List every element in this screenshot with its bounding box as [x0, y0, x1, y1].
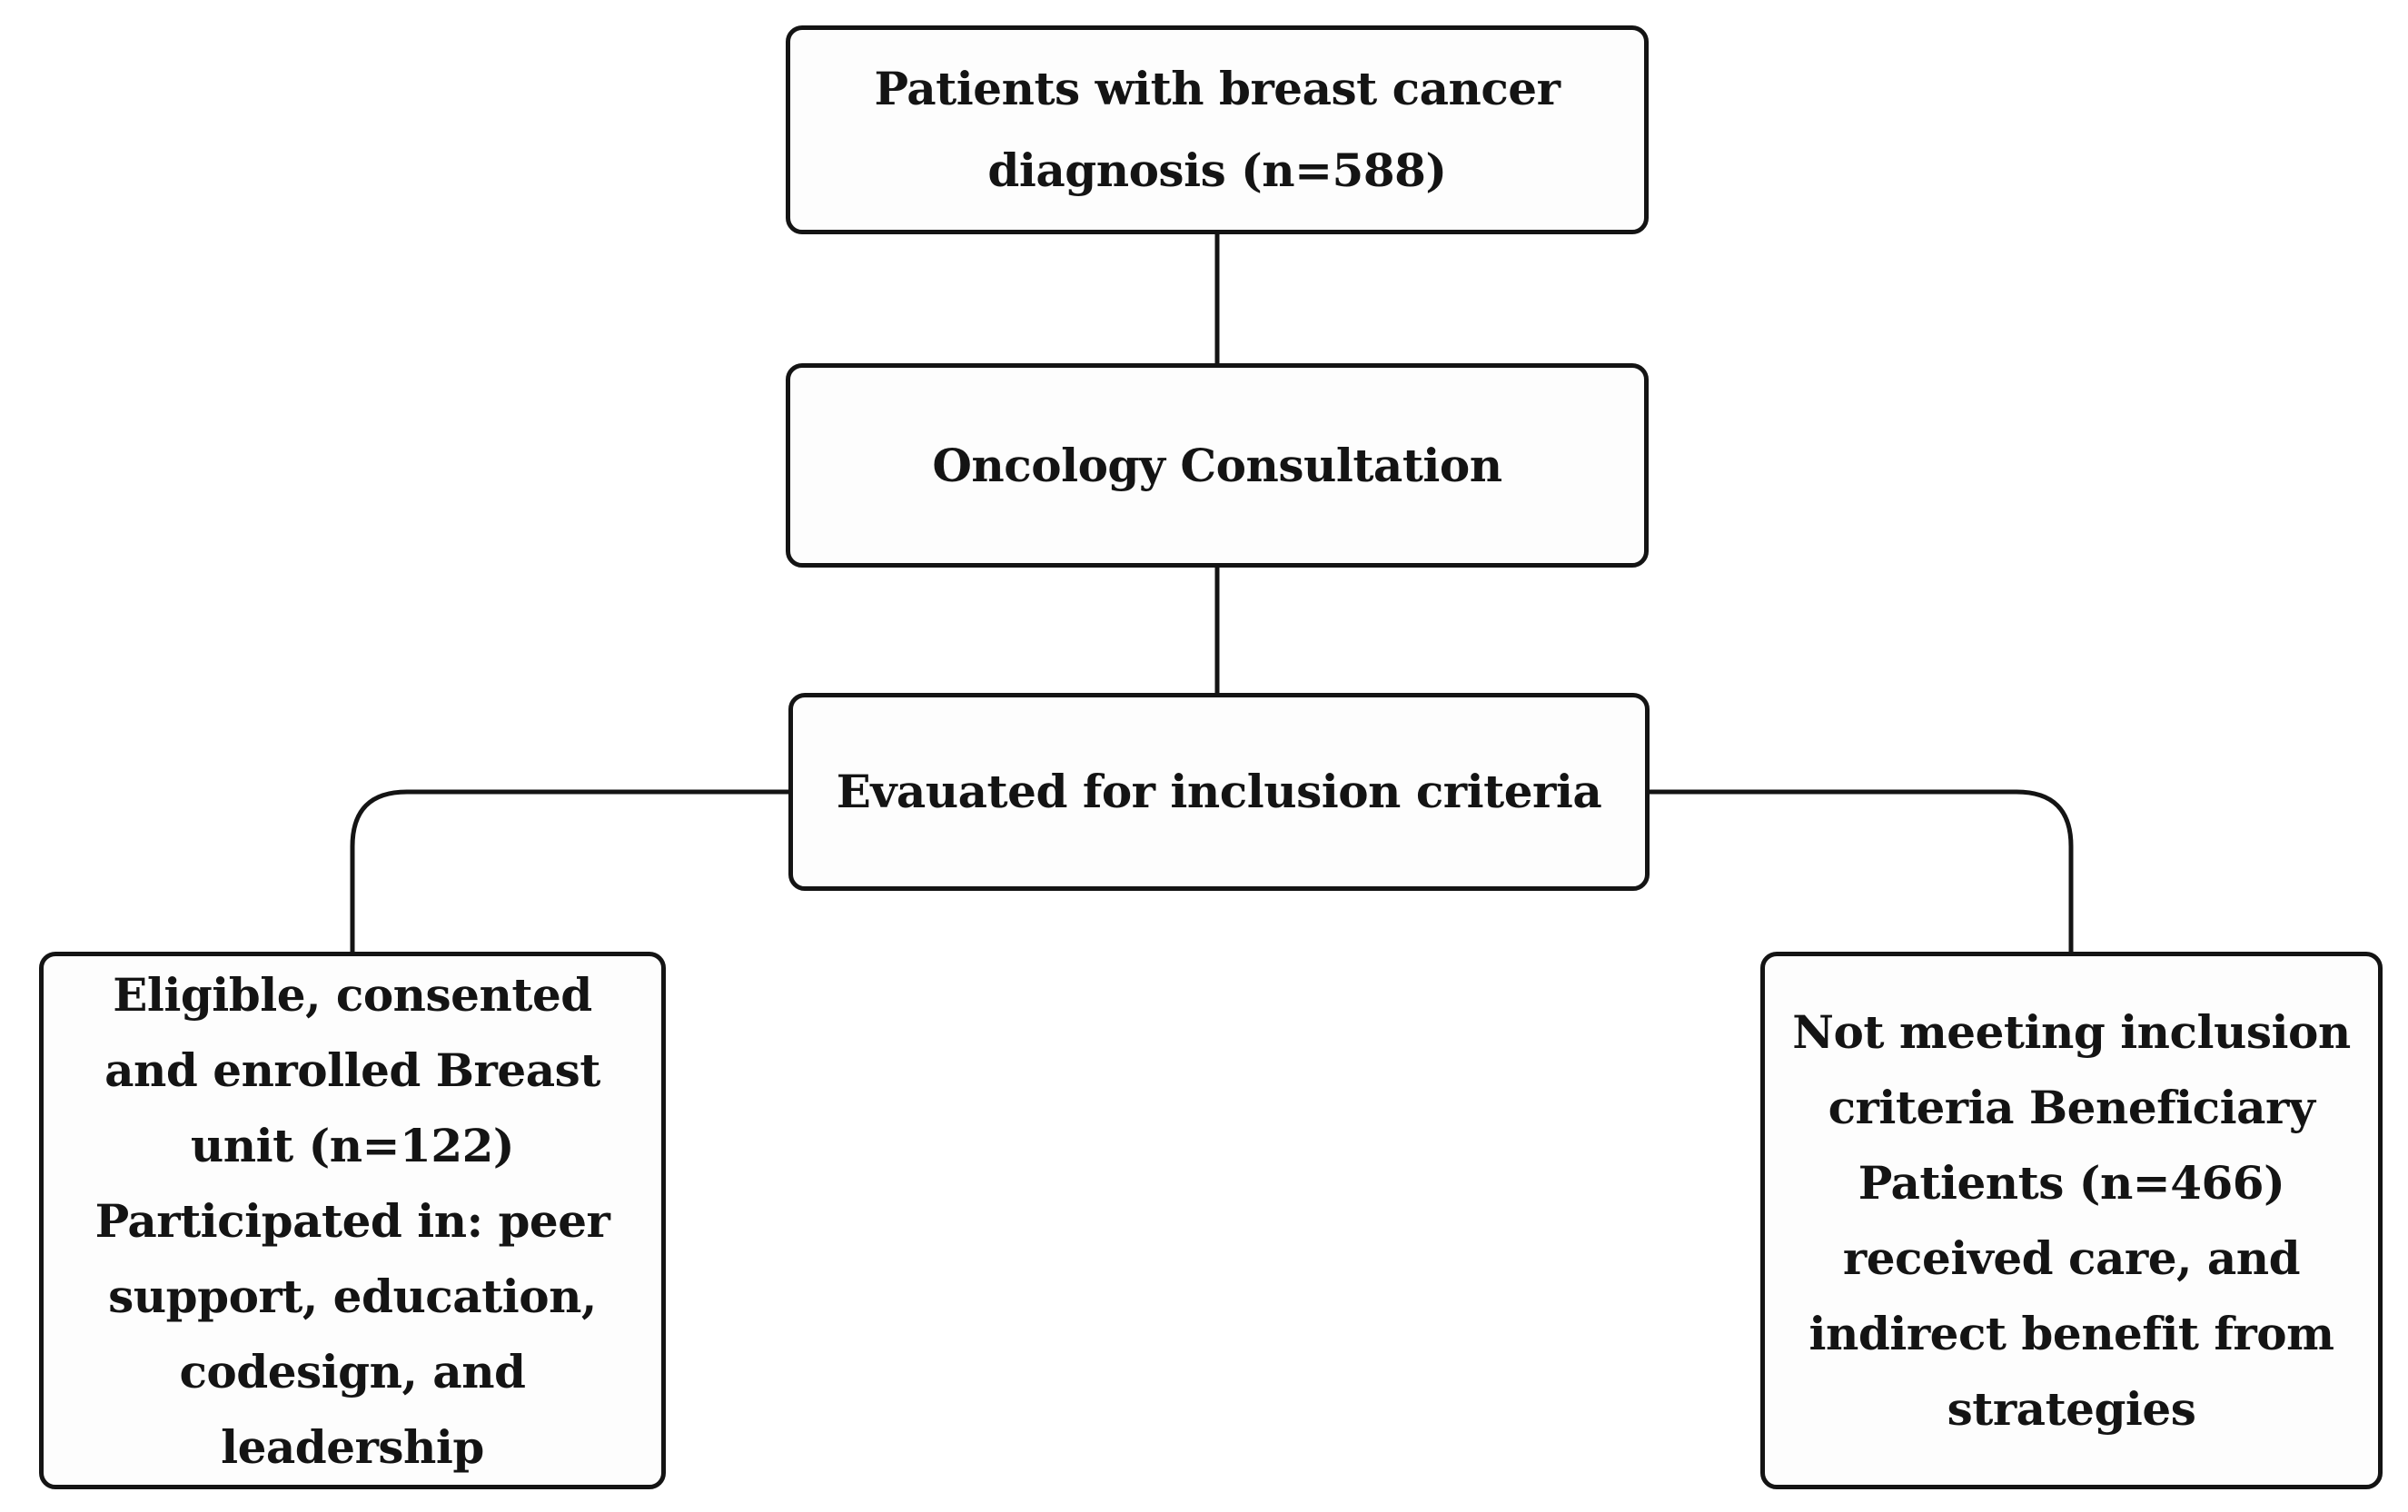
edge-evaluation-beneficiary	[1650, 789, 2074, 952]
node-enrolled-label: Eligible, consented and enrolled Breast …	[94, 967, 610, 1474]
node-consultation-label: Oncology Consultation	[932, 438, 1502, 492]
node-beneficiary: Not meeting inclusion criteria Beneficia…	[1760, 952, 2383, 1489]
node-beneficiary-label: Not meeting inclusion criteria Beneficia…	[1792, 1005, 2351, 1436]
node-patients: Patients with breast cancer diagnosis (n…	[786, 25, 1649, 234]
node-consultation: Oncology Consultation	[786, 363, 1649, 568]
node-evaluation: Evauated for inclusion criteria	[788, 693, 1650, 891]
edge-evaluation-enrolled	[350, 789, 788, 952]
node-patients-label: Patients with breast cancer diagnosis (n…	[874, 62, 1561, 197]
node-evaluation-label: Evauated for inclusion criteria	[836, 765, 1602, 818]
node-enrolled: Eligible, consented and enrolled Breast …	[39, 952, 666, 1489]
